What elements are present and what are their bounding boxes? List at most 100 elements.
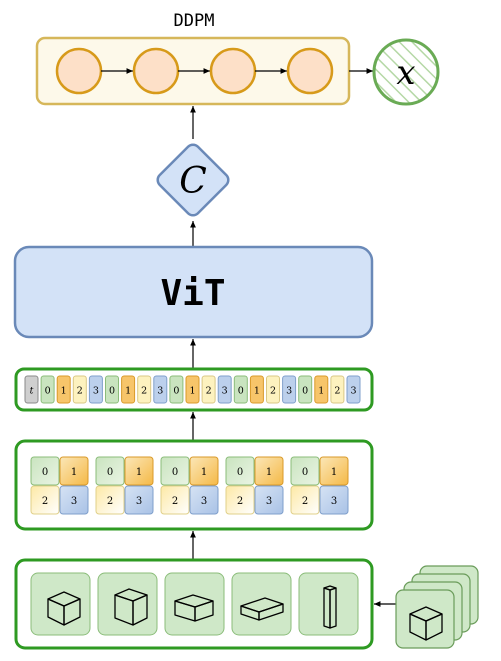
patch-label: 1 [331,467,337,478]
token-cell [88,375,103,404]
patch-cell [30,456,60,486]
patch-cell [124,485,154,515]
patch-cell [160,485,190,515]
token-label: t [30,386,34,397]
token-label: 3 [157,386,163,397]
token-label: 2 [206,386,212,397]
token-cell [314,375,329,404]
condition-diamond [156,143,230,217]
condition-symbol: C [179,161,207,202]
patch-label: 3 [201,496,207,507]
patch-label: 0 [302,467,308,478]
patch-cell [290,485,320,515]
patch-cell [225,456,255,486]
patch-cell [225,485,255,515]
token-label: 0 [302,386,308,397]
token-label: 1 [61,386,67,397]
patch-cell [124,456,154,486]
patch-cell [319,456,349,486]
token-label: 0 [238,386,244,397]
patch-label: 0 [107,467,113,478]
output-node [372,38,440,106]
token-cell [169,375,184,404]
token-cell [40,375,55,404]
patch-cell [189,456,219,486]
token-label: 2 [77,386,83,397]
token-cell [137,375,152,404]
shape-face [63,598,81,626]
shape-face [194,600,214,622]
token-label: 1 [125,386,131,397]
token-cell [105,375,119,404]
token-label: 2 [270,386,276,397]
ddpm-step-node [55,47,103,95]
patch-label: 0 [172,467,178,478]
token-label: 0 [109,386,115,397]
ddpm-nodes [55,47,334,95]
input-stack [395,565,479,649]
patch-label: 3 [136,496,142,507]
token-label: 1 [254,386,260,397]
patch-cell [95,456,125,486]
patch-cell [59,456,89,486]
token-cell [24,375,39,404]
shape-face [329,587,337,629]
patch-label: 1 [266,467,272,478]
token-cell [266,375,280,404]
patch-cell [30,485,60,515]
patch-label: 2 [237,496,243,507]
patch-label: 3 [71,496,77,507]
token-cell [153,375,168,404]
patch-label: 3 [331,496,337,507]
patch-label: 1 [136,467,142,478]
token-label: 3 [286,386,292,397]
token-cell [249,375,264,404]
token-label: 2 [334,386,340,397]
shape-face [132,594,148,626]
patch-label: 2 [42,496,48,507]
token-label: 2 [141,386,147,397]
patch-label: 3 [266,496,272,507]
token-cell [217,375,232,404]
token-cell [346,375,361,404]
output-symbol: x [396,53,415,93]
patch-cell [254,456,284,486]
token-label: 3 [222,386,228,397]
token-cell [298,375,313,404]
ddpm-title: DDPM [174,11,215,31]
token-cell [72,375,87,404]
ddpm-step-node [286,47,334,95]
ddpm-step-node [209,47,257,95]
ddpm-step-node [132,47,180,95]
vit-label: ViT [160,273,225,314]
patch-label: 0 [42,467,48,478]
token-label: 1 [189,386,195,397]
object-tile [298,572,359,636]
patch-label: 1 [71,467,77,478]
token-cell [121,375,136,404]
patch-cell [189,485,219,515]
token-label: 3 [93,386,99,397]
token-label: 0 [45,386,51,397]
patch-cell [59,485,89,515]
token-label: 1 [318,386,324,397]
patch-label: 2 [172,496,178,507]
object-tile [231,572,292,636]
patch-label: 2 [107,496,113,507]
token-cell [282,375,297,404]
objects [30,572,359,636]
patch-cell [319,485,349,515]
token-label: 3 [350,386,356,397]
token-cell [56,375,71,404]
patch-cell [95,485,125,515]
patch-cell [290,456,320,486]
object-tile [164,572,225,636]
token-cell [233,375,248,404]
patch-cell [160,456,190,486]
token-cell [201,375,216,404]
shape-face [425,613,443,641]
token-label: 0 [173,386,179,397]
token-cell [185,375,200,404]
